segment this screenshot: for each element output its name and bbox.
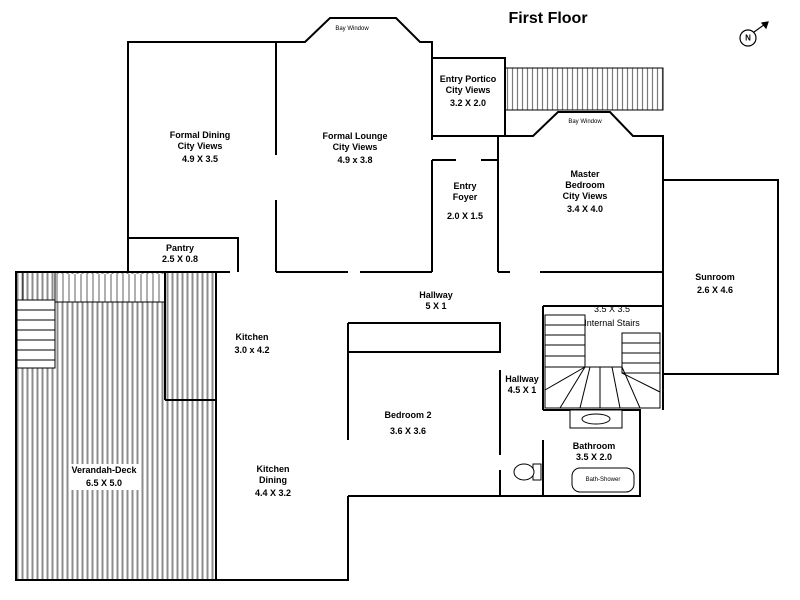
hallway-small-label: Hallway 4.5 X 1: [505, 374, 539, 395]
kitchen-dining-label: Kitchen Dining 4.4 X 3.2: [254, 464, 292, 498]
walls: [16, 17, 779, 581]
hallway-main-label: Hallway 5 X 1: [419, 290, 453, 311]
bathroom-label: Bathroom 3.5 X 2.0: [572, 441, 616, 462]
portico-steps: [504, 67, 664, 111]
formal-lounge-label: Formal Lounge City Views 4.9 x 3.8: [322, 131, 388, 165]
bedroom2-label: Bedroom 2 3.6 X 3.6: [384, 410, 432, 436]
internal-stairs-drawing: [544, 314, 661, 409]
bath-shower-label: Bath-Shower: [585, 477, 621, 483]
formal-dining-label: Formal Dining City Views 4.9 X 3.5: [169, 130, 231, 164]
deck-stairs: [16, 272, 56, 369]
verandah-deck: [15, 271, 217, 581]
bath-shower: [571, 467, 635, 493]
entry-foyer-label: Entry Foyer 2.0 X 1.5: [446, 181, 484, 221]
plan-title: First Floor: [508, 10, 588, 27]
sunroom-label: Sunroom 2.6 X 4.6: [695, 272, 735, 295]
vanity-basin: [569, 409, 623, 429]
bay-window-master-label: Bay Window: [568, 119, 602, 125]
master-bedroom-label: Master Bedroom City Views 3.4 X 4.0: [562, 169, 608, 214]
kitchen-label: Kitchen 3.0 x 4.2: [234, 332, 270, 355]
compass-n-label: N: [745, 33, 751, 43]
entry-portico-label: Entry Portico City Views 3.2 X 2.0: [439, 74, 497, 108]
toilet-icon: [513, 463, 542, 481]
internal-stairs-label: 3.5 X 3.5 Internal Stairs: [584, 304, 640, 328]
verandah-deck-label: Verandah-Deck 6.5 X 5.0: [68, 464, 140, 490]
north-arrow-icon: [739, 21, 769, 47]
pantry-label: Pantry 2.5 X 0.8: [161, 243, 199, 264]
bay-window-lounge-label: Bay Window: [335, 26, 369, 32]
